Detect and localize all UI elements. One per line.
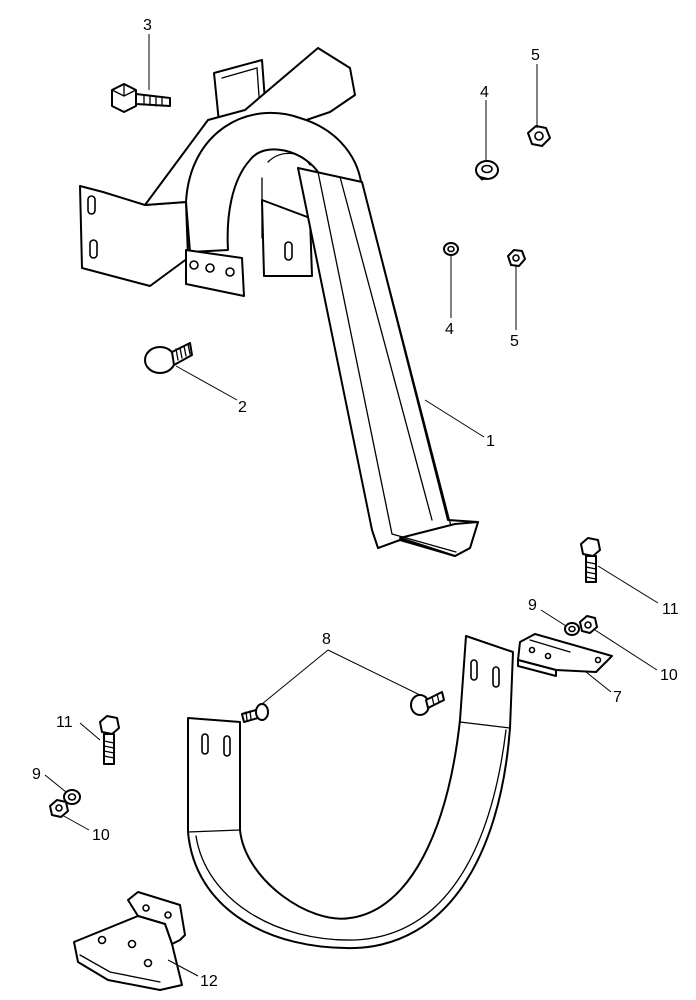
leader-lines xyxy=(44,34,659,977)
callout-5-lower: 5 xyxy=(510,333,519,350)
callout-labels: 3 5 4 4 5 2 1 11 9 8 10 7 11 9 10 12 xyxy=(32,17,679,990)
part-10-nut-right xyxy=(579,615,598,634)
part-8-carriage-bolt-left xyxy=(241,703,269,723)
callout-9-left: 9 xyxy=(32,766,41,783)
part-11-bolt-right xyxy=(580,537,601,583)
callout-7: 7 xyxy=(613,689,622,706)
part-12-mounting-bracket xyxy=(73,891,186,991)
part-2-carriage-bolt xyxy=(144,342,193,374)
callout-4-upper: 4 xyxy=(480,84,489,101)
callout-5-upper: 5 xyxy=(531,47,540,64)
part-5-hex-nut-upper xyxy=(527,125,551,147)
callout-10-left: 10 xyxy=(92,827,110,844)
callout-11-right: 11 xyxy=(662,601,679,618)
part-9-washer-right xyxy=(564,622,580,636)
callout-4-lower: 4 xyxy=(445,321,454,338)
callout-3: 3 xyxy=(143,17,152,34)
callout-9-right: 9 xyxy=(528,597,537,614)
part-4-lock-washer-upper xyxy=(475,160,499,181)
part-4-lock-washer-lower xyxy=(443,242,459,256)
part-1-support-bracket xyxy=(79,47,479,557)
callout-1: 1 xyxy=(486,433,495,450)
callout-11-left: 11 xyxy=(56,714,73,731)
callout-12: 12 xyxy=(200,973,218,990)
part-7-angle-bracket xyxy=(517,633,613,677)
part-5-hex-nut-lower xyxy=(507,249,526,267)
part-8-carriage-bolt-right xyxy=(410,691,445,716)
part-11-bolt-left xyxy=(99,715,120,765)
callout-8: 8 xyxy=(322,631,331,648)
u-shaped-strap xyxy=(187,635,514,950)
callout-10-right: 10 xyxy=(660,667,678,684)
part-9-washer-left xyxy=(63,789,81,805)
callout-2: 2 xyxy=(238,399,247,416)
part-10-nut-left xyxy=(49,799,69,818)
part-3-hex-bolt xyxy=(111,83,171,113)
